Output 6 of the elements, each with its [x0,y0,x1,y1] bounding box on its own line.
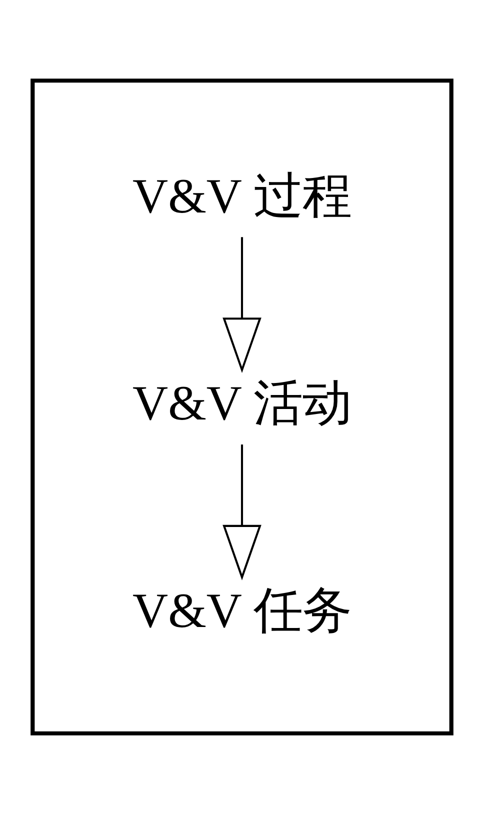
arrow [222,444,262,580]
node-text: V&V 活动 [132,375,352,430]
node-text: V&V 过程 [132,168,352,223]
arrow [222,236,262,373]
cluster [30,78,454,735]
node-text: V&V 任务 [132,582,352,638]
